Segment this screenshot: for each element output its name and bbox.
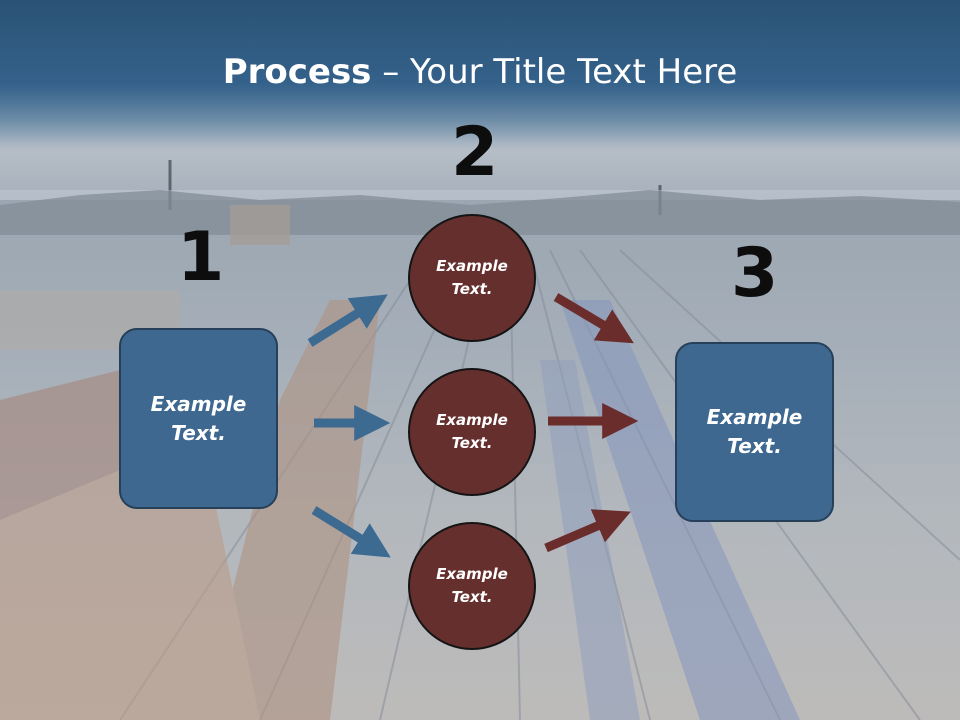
step-number-1: 1 <box>177 218 225 297</box>
circle-middle-text: Example Text. <box>436 411 508 452</box>
circle-top-text: Example Text. <box>436 257 508 298</box>
arrow-bottom-to-right <box>544 509 631 553</box>
step-3-text: Example Text. <box>706 405 803 458</box>
step-2-circle-middle[interactable]: Example Text. <box>408 368 536 496</box>
arrow-left-to-top <box>307 294 388 347</box>
step-3-box[interactable]: Example Text. <box>675 342 834 522</box>
title-bold: Process <box>222 52 372 92</box>
arrow-left-to-bottom <box>311 506 391 558</box>
arrow-top-to-right <box>553 293 634 344</box>
title-rest: – Your Title Text Here <box>371 52 738 92</box>
step-number-3: 3 <box>731 234 779 313</box>
step-2-circle-bottom[interactable]: Example Text. <box>408 522 536 650</box>
step-1-text: Example Text. <box>150 391 247 445</box>
title-band <box>0 0 960 150</box>
step-1-box[interactable]: Example Text. <box>119 328 278 509</box>
step-number-2: 2 <box>451 113 499 192</box>
step-2-circle-top[interactable]: Example Text. <box>408 214 536 342</box>
slide-title: Process – Your Title Text Here <box>0 52 960 92</box>
circle-bottom-text: Example Text. <box>436 565 508 606</box>
